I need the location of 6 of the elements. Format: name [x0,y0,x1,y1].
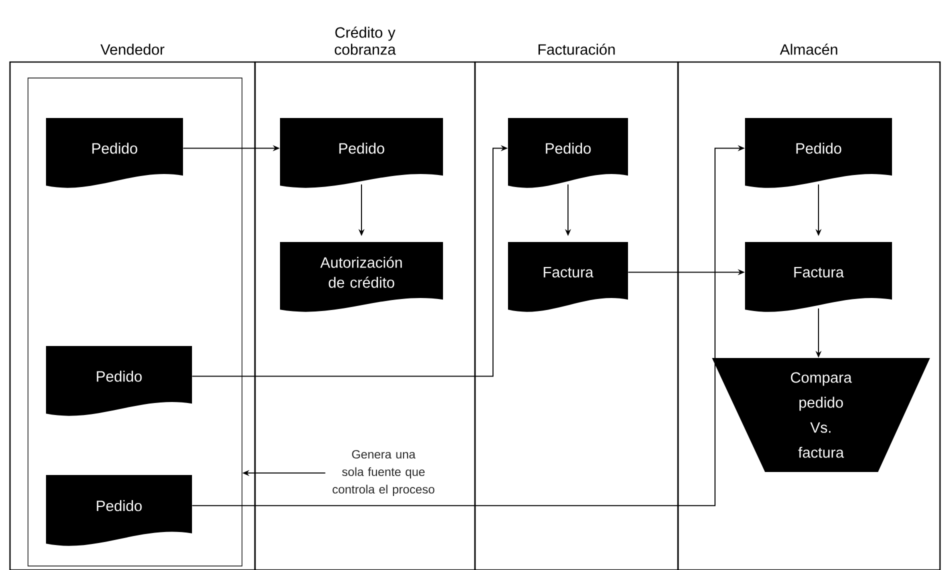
node-label: Almacén [780,44,838,55]
node-label: Crédito y cobranza [334,26,396,55]
group-box [28,78,242,566]
annotation-text: Genera una sola fuente que controla el proceso [332,450,434,496]
node-label: Facturación [538,44,615,55]
node-label: Vendedor [100,44,164,55]
